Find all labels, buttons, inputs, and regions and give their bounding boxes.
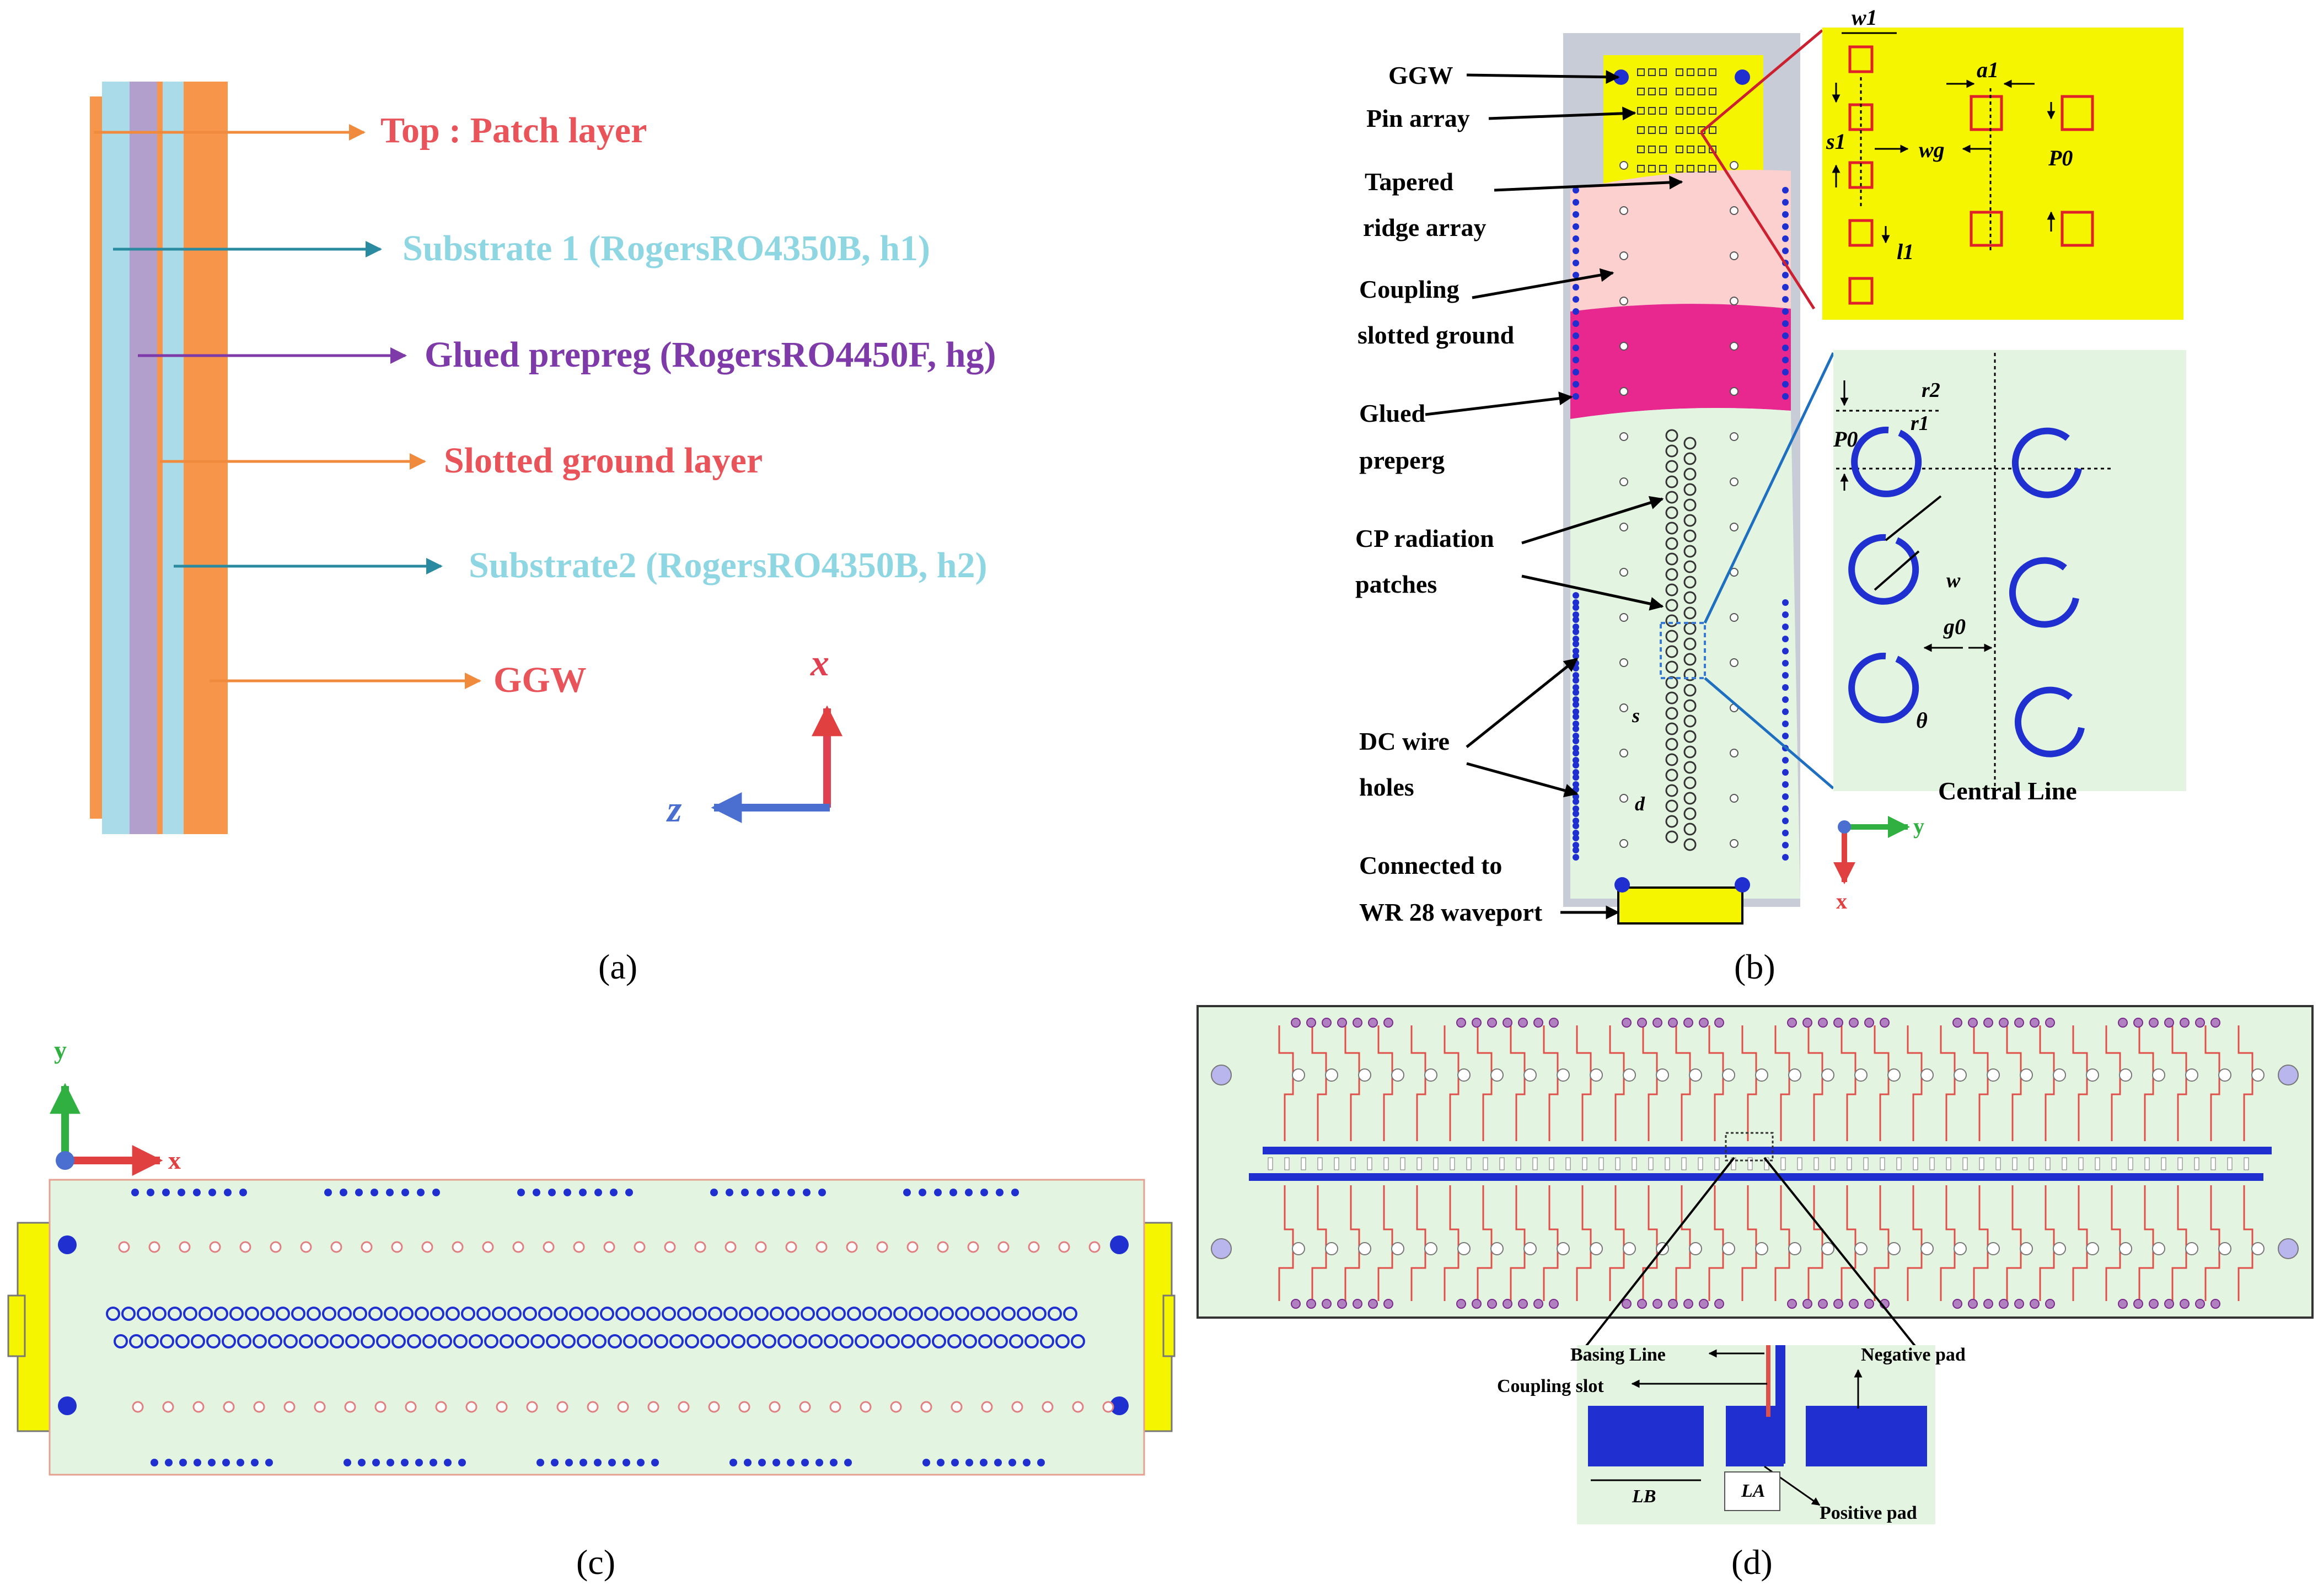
c-via-rows	[131, 1189, 1045, 1466]
d-label-positive-pad: Positive pad	[1820, 1503, 1917, 1523]
d-label-coupling-slot: Coupling slot	[1497, 1376, 1604, 1396]
caption-b: (b)	[1734, 947, 1775, 986]
b-label-holes: holes	[1359, 773, 1414, 801]
inset-theta: θ	[1916, 708, 1928, 733]
b-label-cp-radiation: CP radiation	[1355, 524, 1494, 552]
inset-pin-detail: w1 a1 s1 wg P0 l1	[1822, 5, 2183, 320]
d-basing-line-top	[1263, 1147, 2272, 1154]
layer-substrate-1	[102, 82, 130, 834]
inset-r2: r2	[1922, 379, 1940, 402]
label-patch-layer: Top : Patch layer	[380, 110, 647, 151]
c-axis-y: y	[54, 1036, 67, 1064]
dc-wire-holes	[1619, 161, 1738, 848]
b-axes: y x	[1833, 814, 1924, 913]
panel-d-bias-network: Basing Line Coupling slot Negative pad P…	[1196, 1005, 2314, 1582]
b-axis-y: y	[1913, 814, 1924, 839]
c-patch-rows	[106, 1307, 1085, 1348]
inset-central-line: Central Line	[1938, 777, 2077, 805]
inset-p0: P0	[2048, 146, 2073, 170]
caption-d: (d)	[1731, 1543, 1773, 1582]
inset-patch-detail: r2 r1 P0 w g0 θ Central Line	[1833, 350, 2186, 805]
b-dim-d: d	[1635, 793, 1645, 815]
waveport-tab	[1617, 886, 1743, 925]
label-substrate-2: Substrate2 (RogersRO4350B, h2)	[469, 545, 987, 585]
axis-z-label: z	[666, 788, 682, 830]
inset-l1: l1	[1897, 239, 1914, 264]
c-left-tab	[17, 1222, 55, 1432]
b-label-slotted-ground: slotted ground	[1357, 321, 1515, 349]
b-axis-x: x	[1836, 889, 1847, 913]
d-basing-line-bottom	[1249, 1173, 2263, 1181]
b-dim-s: s	[1632, 705, 1640, 727]
label-glued-prepreg: Glued prepreg (RogersRO4450F, hg)	[425, 335, 996, 375]
c-axes: y x	[50, 1036, 181, 1176]
panel-b-top-view: GGW Pin array Tapered ridge array Coupli…	[1355, 5, 2186, 986]
inset-s1: s1	[1826, 129, 1846, 154]
caption-c: (c)	[576, 1543, 615, 1582]
inset-r1: r1	[1911, 412, 1929, 435]
d-label-negative-pad: Negative pad	[1861, 1345, 1966, 1365]
d-label-lb: LB	[1632, 1486, 1656, 1507]
c-axis-x: x	[168, 1146, 181, 1174]
d-pads	[1268, 1018, 2265, 1309]
radiation-region	[1570, 408, 1800, 899]
layer-prepreg	[130, 82, 157, 834]
c-dc-holes	[118, 1241, 1114, 1413]
side-via-columns	[1573, 187, 1789, 861]
c-board	[49, 1179, 1145, 1476]
panel-c-front-view: y x (c)	[7, 1036, 1176, 1582]
inset-w1: w1	[1852, 5, 1877, 30]
b-label-coupling: Coupling	[1359, 275, 1460, 303]
layer-slotted-ground	[157, 82, 163, 834]
b-label-pin-array: Pin array	[1366, 104, 1470, 132]
inset-a1: a1	[1977, 57, 1999, 82]
layer-patch	[90, 96, 102, 819]
label-slotted-ground: Slotted ground layer	[444, 440, 763, 481]
glued-prepreg-region	[1570, 304, 1791, 419]
caption-a: (a)	[598, 947, 637, 986]
b-label-glued: Glued	[1359, 399, 1426, 427]
inset-wg: wg	[1919, 137, 1945, 162]
b-label-patches: patches	[1355, 570, 1437, 598]
b-label-dc-wire: DC wire	[1359, 727, 1450, 755]
c-left-tab-inner	[7, 1294, 26, 1357]
b-label-connected-to: Connected to	[1359, 851, 1502, 879]
layer-ggw	[184, 82, 228, 834]
label-ggw: GGW	[493, 660, 587, 700]
b-label-tapered: Tapered	[1365, 168, 1453, 196]
label-substrate-1: Substrate 1 (RogersRO4350B, h1)	[403, 228, 930, 268]
b-label-waveport: WR 28 waveport	[1359, 898, 1543, 926]
layer-substrate-2	[163, 82, 184, 834]
d-board	[1196, 1005, 2314, 1319]
tapered-ridge-region	[1570, 170, 1791, 311]
b-label-ggw: GGW	[1388, 61, 1453, 89]
d-label-basing-line: Basing Line	[1570, 1345, 1666, 1365]
axis-x-label: x	[810, 642, 829, 684]
inset-w: w	[1946, 569, 1961, 592]
d-label-la: LA	[1741, 1481, 1765, 1501]
inset-bottom-p0: P0	[1833, 427, 1858, 452]
cp-patches-column	[1665, 429, 1697, 851]
c-right-tab-inner	[1162, 1294, 1176, 1357]
inset-g0: g0	[1943, 614, 1966, 639]
panel-a-layer-stack: Top : Patch layer Substrate 1 (RogersRO4…	[90, 82, 996, 986]
b-label-ridge-array: ridge array	[1363, 213, 1487, 241]
b-label-preperg: preperg	[1359, 446, 1445, 474]
pin-array	[1637, 68, 1716, 173]
